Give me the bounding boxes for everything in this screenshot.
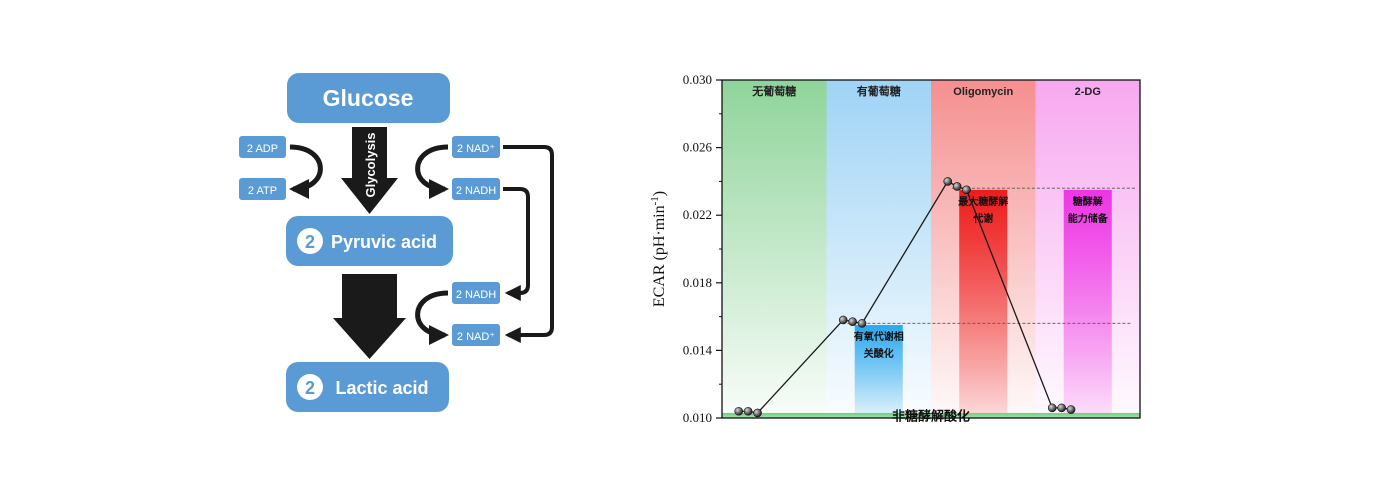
data-point-0-10 — [1057, 403, 1066, 413]
nad-regeneration-arrow — [503, 145, 554, 343]
nadh-bottom-label: 2 NADH — [456, 289, 496, 301]
nadh-top-label: 2 NADH — [456, 185, 496, 197]
data-point-0-5 — [857, 319, 867, 328]
y-tick-label-3: 0.022 — [683, 207, 712, 222]
y-tick-label-0: 0.010 — [683, 410, 712, 425]
series-line-0 — [738, 180, 1072, 414]
glycolysis-pathway-diagram: Glucose Glycolysis 2 Pyruvic acid 2 Lact… — [239, 73, 554, 412]
data-point-0-2 — [753, 408, 762, 418]
highlight-bar-label-0-1: 关酸化 — [864, 347, 894, 360]
pyruvic-label: Pyruvic acid — [331, 232, 437, 252]
atp-box: 2 ATP — [239, 178, 286, 200]
nad-bottom-label: 2 NAD⁺ — [457, 331, 495, 343]
nad-bottom-box: 2 NAD⁺ — [452, 324, 500, 346]
nad-top-label: 2 NAD⁺ — [457, 143, 495, 155]
y-tick-label-5: 0.030 — [683, 72, 712, 87]
glucose-node: Glucose — [287, 73, 450, 123]
data-point-0-1 — [743, 406, 753, 416]
highlight-bar-1 — [959, 189, 1008, 413]
data-point-0-9 — [1047, 403, 1057, 413]
glucose-label: Glucose — [323, 85, 414, 111]
highlight-bar-label-2-1: 能力储备 — [1068, 212, 1109, 225]
nadh-to-nad-arrow — [415, 290, 449, 345]
highlight-bar-label-2-0: 糖酵解 — [1073, 195, 1103, 208]
glycolysis-arrow: Glycolysis — [341, 127, 398, 214]
nad-to-nadh-arrow — [415, 144, 449, 199]
plot-frame — [721, 79, 1141, 419]
adp-label: 2 ADP — [247, 143, 278, 155]
data-point-0-7 — [952, 182, 962, 191]
data-point-0-6 — [943, 177, 953, 186]
y-tick-label-1: 0.014 — [683, 342, 713, 357]
phase-background-1 — [826, 80, 931, 418]
baseline-band — [722, 412, 1140, 418]
highlight-bar-0 — [854, 325, 903, 413]
atp-label: 2 ATP — [248, 185, 277, 197]
phase-background-3 — [1035, 80, 1140, 418]
highlight-bar-2 — [1063, 189, 1112, 413]
lactic-count-circle — [297, 374, 323, 400]
phase-label-0: 无葡萄糖 — [751, 84, 796, 98]
nadh-bottom-box: 2 NADH — [452, 282, 500, 304]
data-point-0-0 — [734, 406, 744, 416]
phase-label-1: 有葡萄糖 — [857, 84, 901, 98]
lactic-label: Lactic acid — [335, 378, 428, 398]
data-point-0-3 — [838, 315, 848, 325]
highlight-bar-label-1-0: 最大糖酵解 — [958, 195, 1008, 208]
phase-label-2: Oligomycin — [953, 86, 1013, 98]
y-axis-label: ECAR (pH·min-1) — [649, 191, 668, 307]
data-point-0-8 — [962, 185, 971, 195]
y-tick-label-2: 0.018 — [683, 275, 712, 290]
phase-background-0 — [722, 80, 827, 418]
lactic-count: 2 — [305, 378, 315, 398]
pyruvic-count-circle — [297, 228, 323, 254]
nadh-transfer-arrow — [503, 187, 530, 301]
fermentation-arrow — [333, 274, 406, 359]
glycolysis-label: Glycolysis — [363, 132, 378, 197]
data-point-0-4 — [848, 317, 857, 326]
phase-background-2 — [931, 80, 1036, 418]
nad-top-box: 2 NAD⁺ — [452, 136, 500, 158]
lactic-acid-node: 2 Lactic acid — [286, 362, 449, 412]
adp-box: 2 ADP — [239, 136, 286, 158]
pyruvic-count: 2 — [305, 232, 315, 252]
data-point-0-11 — [1066, 405, 1076, 414]
baseline-label: 非糖酵解酸化 — [892, 408, 970, 423]
phase-label-3: 2-DG — [1075, 86, 1101, 98]
adp-to-atp-arrow — [289, 144, 323, 199]
y-tick-label-4: 0.026 — [683, 140, 713, 155]
nadh-top-box: 2 NADH — [452, 178, 500, 200]
highlight-bar-label-0-0: 有氧代谢相 — [854, 330, 904, 343]
highlight-bar-label-1-1: 代谢 — [972, 212, 993, 225]
pyruvic-acid-node: 2 Pyruvic acid — [286, 216, 453, 266]
